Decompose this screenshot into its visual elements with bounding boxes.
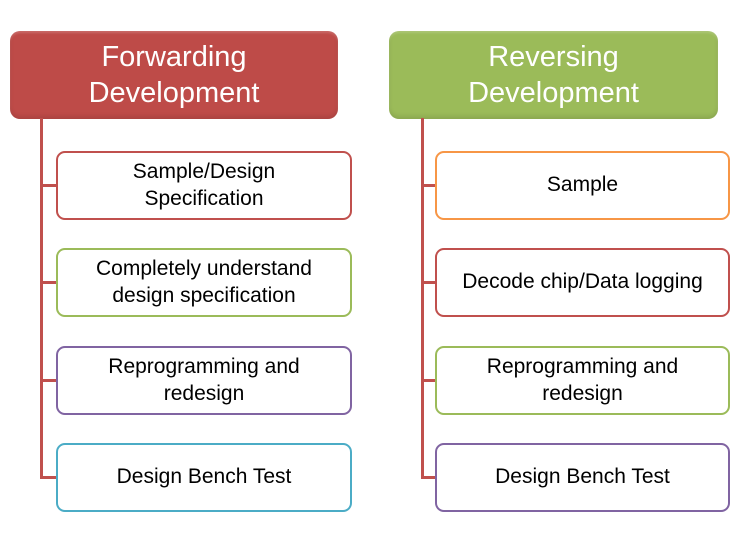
root-node-forwarding-development: Forwarding Development [10, 31, 338, 119]
child-node-reprogramming-and-redesign-right: Reprogramming and redesign [435, 346, 730, 415]
child-node-sample-design-specification: Sample/Design Specification [56, 151, 352, 220]
connector-stub [40, 184, 57, 187]
connector-vertical-line-reversing [421, 118, 424, 478]
child-node-decode-chip-data-logging: Decode chip/Data logging [435, 248, 730, 317]
connector-stub [421, 184, 437, 187]
child-node-completely-understand-design-specification: Completely understand design specificati… [56, 248, 352, 317]
child-node-reprogramming-and-redesign-left: Reprogramming and redesign [56, 346, 352, 415]
connector-stub [40, 281, 57, 284]
connector-vertical-line-forwarding [40, 118, 43, 478]
connector-stub [40, 379, 57, 382]
child-node-design-bench-test-right: Design Bench Test [435, 443, 730, 512]
child-node-design-bench-test-left: Design Bench Test [56, 443, 352, 512]
connector-stub [40, 476, 57, 479]
connector-stub [421, 281, 437, 284]
connector-stub [421, 379, 437, 382]
root-node-reversing-development: Reversing Development [389, 31, 718, 119]
connector-stub [421, 476, 437, 479]
child-node-sample: Sample [435, 151, 730, 220]
